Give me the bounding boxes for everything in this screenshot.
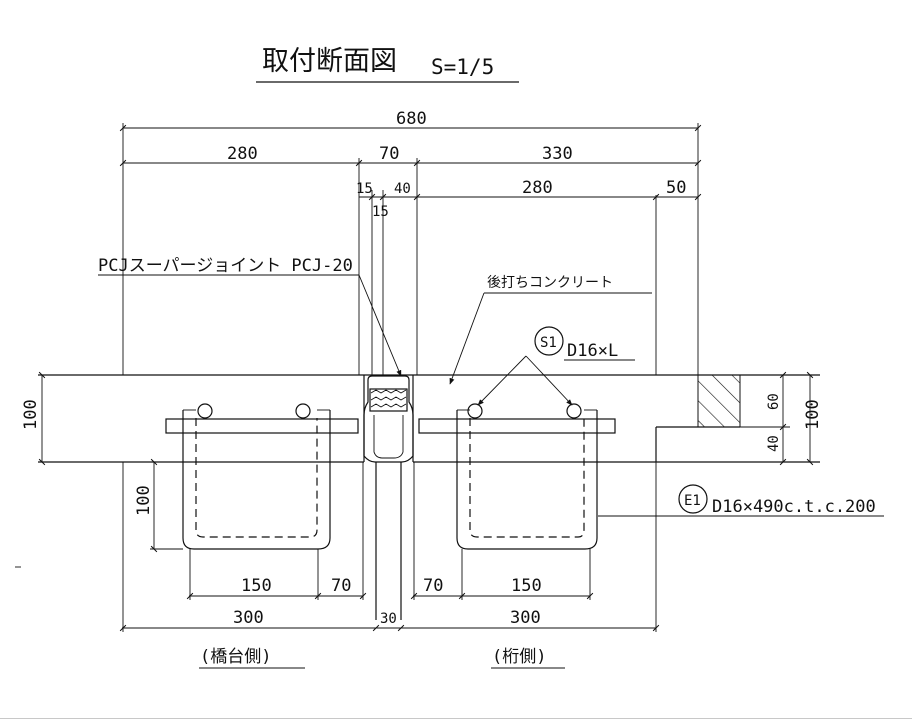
dim-left-width: 280 [227, 144, 258, 164]
title-main: 取付断面図 [262, 46, 397, 77]
dim-left-depth: 100 [21, 399, 41, 430]
label-abutment-side: (橋台側) [200, 647, 271, 667]
e1-spec: D16×490c.t.c.200 [712, 497, 876, 517]
label-concrete: 後打ちコンクリート [487, 274, 613, 291]
footer-rule [0, 718, 912, 719]
rebar-s1-d [566, 403, 582, 419]
dim-right-top: 60 [766, 393, 782, 410]
dim-overall: 680 [396, 109, 427, 129]
dim-right-bottom: 40 [766, 435, 782, 452]
rebar-s1-c [467, 403, 483, 419]
bottom-dimensions: 150 70 70 150 300 30 300 [119, 462, 660, 632]
e1-tag-circle [678, 484, 708, 514]
title-scale: S=1/5 [431, 55, 494, 79]
side-labels: (橋台側) (桁側) [199, 647, 565, 669]
stirrup-right [456, 409, 598, 550]
label-girder-side: (桁側) [492, 647, 546, 667]
dim-right-width: 330 [542, 144, 573, 164]
dim-joint-sub-c: 15 [372, 204, 389, 220]
dim-joint-sub-a: 15 [356, 181, 373, 197]
plate-right [418, 418, 616, 434]
label-product: PCJスーパージョイント PCJ-20 [98, 256, 353, 276]
s1-tag-circle [534, 326, 564, 356]
dim-joint-width: 70 [379, 144, 399, 164]
concrete-outline [38, 374, 820, 620]
dim-right-sub-a: 280 [522, 178, 553, 198]
rebar-s1-a [197, 403, 213, 419]
joint-rubber-body [363, 375, 414, 463]
dim-bottom-right-300: 300 [510, 608, 541, 628]
s1-tag: S1 [540, 335, 557, 351]
dim-joint-sub-b: 40 [394, 181, 411, 197]
dim-bottom-right-70: 70 [423, 576, 443, 596]
dim-bottom-gap: 30 [380, 611, 397, 627]
s1-spec: D16×L [567, 341, 618, 361]
dim-right-sub-b: 50 [666, 178, 686, 198]
stirrup-left [182, 409, 331, 550]
dim-bottom-left-150: 150 [241, 576, 272, 596]
rebar-s1-b [295, 403, 311, 419]
dim-bottom-left-300: 300 [233, 608, 264, 628]
dim-stirrup-depth: 100 [134, 485, 154, 516]
anchor-plates [165, 418, 616, 434]
rebar-s1-set [197, 403, 582, 419]
callouts: PCJスーパージョイント PCJ-20 後打ちコンクリート S1 D16×L E… [15, 256, 884, 568]
drawing-title: 取付断面図 S=1/5 [256, 46, 519, 83]
top-dimensions: 680 280 70 330 15 40 15 280 50 [119, 109, 702, 375]
hatched-existing-concrete [697, 374, 741, 428]
e1-tag: E1 [684, 493, 701, 509]
dim-bottom-left-70: 70 [331, 576, 351, 596]
dim-bottom-right-150: 150 [511, 576, 542, 596]
plate-left [165, 418, 359, 434]
side-dimensions: 100 100 60 40 100 [21, 371, 823, 553]
dim-right-depth: 100 [803, 399, 823, 430]
